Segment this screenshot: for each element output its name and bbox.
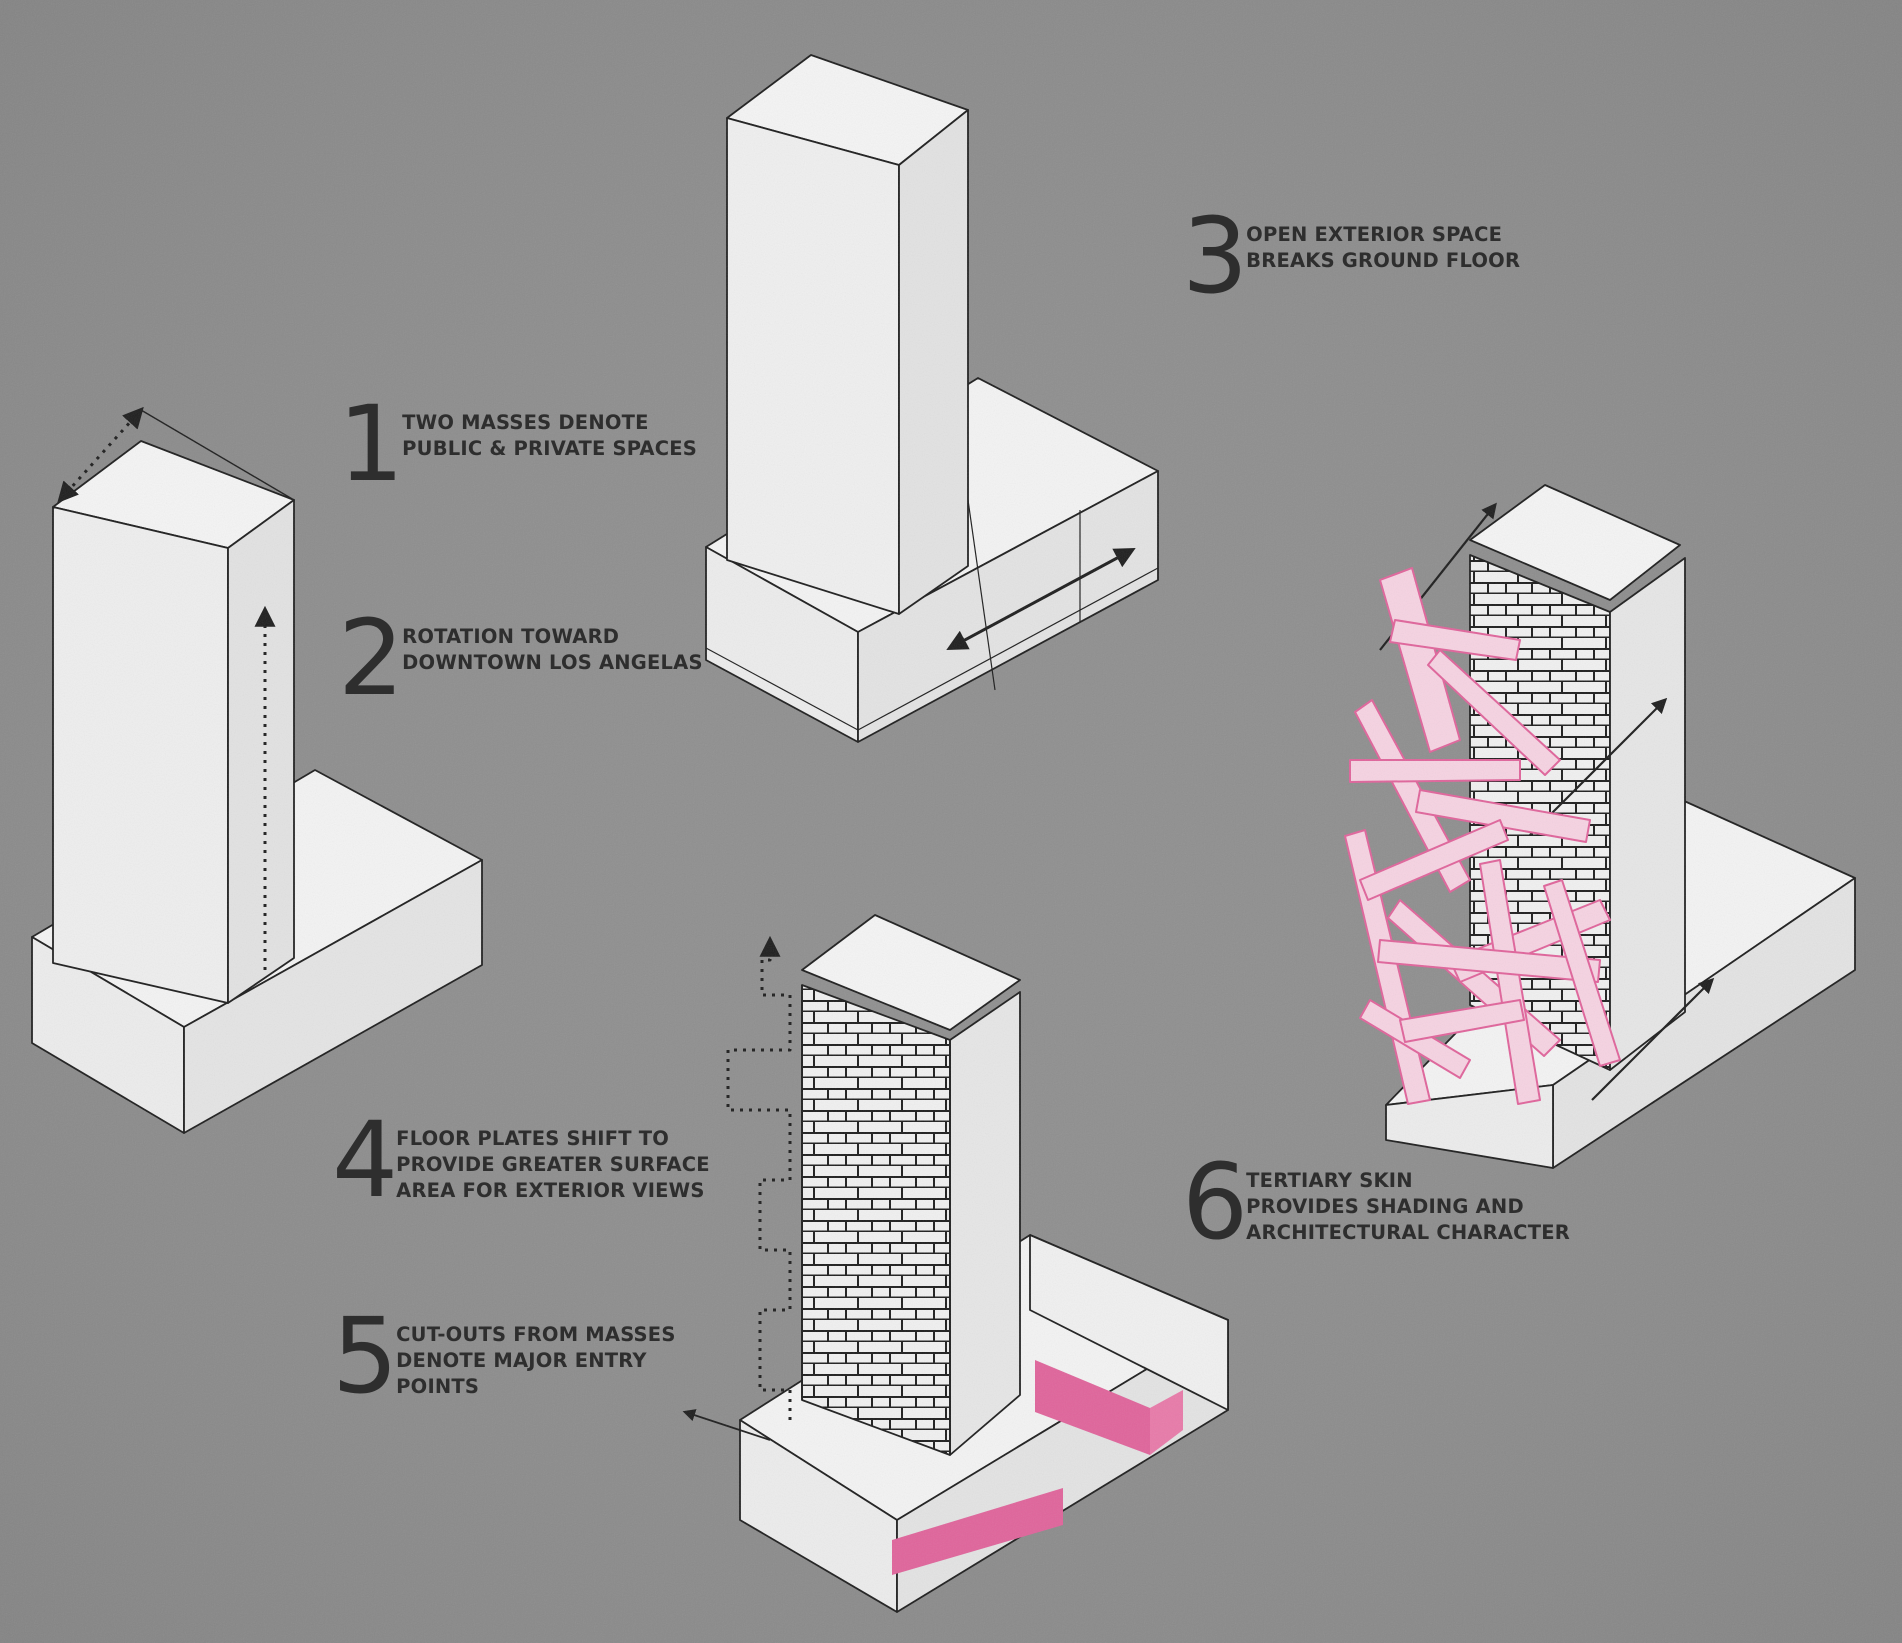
step-6-line-2: PROVIDES SHADING AND xyxy=(1246,1194,1570,1220)
step-4-line-1: FLOOR PLATES SHIFT TO xyxy=(396,1126,710,1152)
step-3-annotation: 3 OPEN EXTERIOR SPACE BREAKS GROUND FLOO… xyxy=(1182,210,1520,302)
step-1-line-2: PUBLIC & PRIVATE SPACES xyxy=(402,436,697,462)
step-2-line-2: DOWNTOWN LOS ANGELAS xyxy=(402,650,703,676)
step-4-text: FLOOR PLATES SHIFT TO PROVIDE GREATER SU… xyxy=(396,1126,710,1204)
step-1-text: TWO MASSES DENOTE PUBLIC & PRIVATE SPACE… xyxy=(402,410,697,462)
step-2-text: ROTATION TOWARD DOWNTOWN LOS ANGELAS xyxy=(402,624,703,676)
step-4-annotation: 4 FLOOR PLATES SHIFT TO PROVIDE GREATER … xyxy=(332,1114,710,1206)
step-5-line-3: POINTS xyxy=(396,1374,675,1400)
step-5-text: CUT-OUTS FROM MASSES DENOTE MAJOR ENTRY … xyxy=(396,1322,675,1400)
step-4-line-2: PROVIDE GREATER SURFACE xyxy=(396,1152,710,1178)
step-5-line-2: DENOTE MAJOR ENTRY xyxy=(396,1348,675,1374)
step-2-line-1: ROTATION TOWARD xyxy=(402,624,703,650)
step-4-number: 4 xyxy=(332,1114,394,1206)
step-1-line-1: TWO MASSES DENOTE xyxy=(402,410,697,436)
step-6-number: 6 xyxy=(1182,1156,1244,1248)
step-3-line-1: OPEN EXTERIOR SPACE xyxy=(1246,222,1520,248)
step-2-number: 2 xyxy=(338,612,400,704)
step-3-number: 3 xyxy=(1182,210,1244,302)
step-6-line-3: ARCHITECTURAL CHARACTER xyxy=(1246,1220,1570,1246)
step-6-line-1: TERTIARY SKIN xyxy=(1246,1168,1570,1194)
step-3-text: OPEN EXTERIOR SPACE BREAKS GROUND FLOOR xyxy=(1246,222,1520,274)
step-1-annotation: 1 TWO MASSES DENOTE PUBLIC & PRIVATE SPA… xyxy=(338,398,697,490)
step-5-annotation: 5 CUT-OUTS FROM MASSES DENOTE MAJOR ENTR… xyxy=(332,1310,676,1402)
step-2-annotation: 2 ROTATION TOWARD DOWNTOWN LOS ANGELAS xyxy=(338,612,703,704)
step-6-text: TERTIARY SKIN PROVIDES SHADING AND ARCHI… xyxy=(1246,1168,1570,1246)
step-5-number: 5 xyxy=(332,1310,394,1402)
step-5-line-1: CUT-OUTS FROM MASSES xyxy=(396,1322,675,1348)
step-1-number: 1 xyxy=(338,398,400,490)
step-3-line-2: BREAKS GROUND FLOOR xyxy=(1246,248,1520,274)
step-6-annotation: 6 TERTIARY SKIN PROVIDES SHADING AND ARC… xyxy=(1182,1156,1570,1248)
step-4-line-3: AREA FOR EXTERIOR VIEWS xyxy=(396,1178,710,1204)
